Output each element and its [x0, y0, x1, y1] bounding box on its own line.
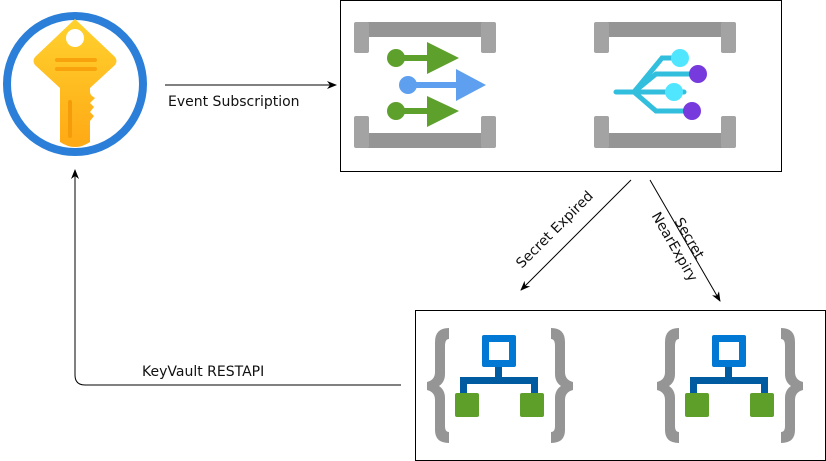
child-node	[455, 393, 479, 417]
event-subscription-label: Event Subscription	[168, 94, 300, 110]
connector	[690, 377, 697, 395]
connector	[495, 367, 502, 379]
connector	[725, 367, 732, 379]
root-node-inner	[719, 342, 739, 360]
blue-arrow-mid	[399, 69, 486, 101]
child-node	[685, 393, 709, 417]
purple-dot	[689, 65, 707, 83]
connector	[460, 377, 538, 384]
key-hole	[66, 29, 84, 47]
bracket-frame	[354, 22, 496, 148]
secret-expired-label: Secret Expired	[513, 188, 597, 272]
key-vault-icon[interactable]	[0, 0, 150, 156]
key-line	[55, 67, 97, 71]
event-grid-subscription-icon[interactable]	[594, 20, 744, 150]
logic-app-icon[interactable]	[425, 328, 575, 443]
key-head	[33, 19, 117, 147]
cyan-dot	[671, 49, 689, 67]
key-shaft-line	[68, 100, 72, 138]
root-node-inner	[489, 342, 509, 360]
purple-dot	[683, 102, 701, 120]
green-arrow-top	[387, 42, 459, 74]
key-line	[55, 58, 97, 62]
secret-near-expiry-label: Secret NearExpiry	[644, 196, 718, 291]
logic-app-icon[interactable]	[655, 328, 805, 443]
connector	[690, 377, 768, 384]
green-arrow-bottom	[387, 96, 459, 127]
connector	[761, 377, 768, 395]
event-grid-topic-icon[interactable]	[352, 20, 502, 150]
bracket-frame	[594, 22, 736, 148]
right-brace	[781, 328, 803, 443]
connector	[460, 377, 467, 395]
connector	[531, 377, 538, 395]
child-node	[750, 393, 774, 417]
keyvault-restapi-label: KeyVault RESTAPI	[142, 364, 265, 380]
left-brace	[657, 328, 679, 443]
right-brace	[551, 328, 573, 443]
cyan-dot	[665, 83, 683, 101]
left-brace	[427, 328, 449, 443]
keyvault-restapi-arrow	[71, 169, 401, 386]
child-node	[520, 393, 544, 417]
